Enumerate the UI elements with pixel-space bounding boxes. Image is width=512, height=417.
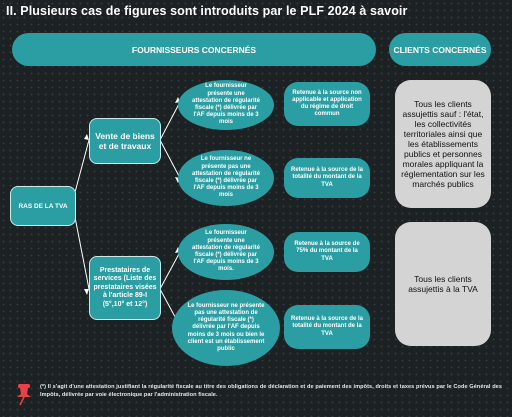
header-clients: CLIENTS CONCERNÉS <box>389 33 491 66</box>
connector-goods-with <box>159 101 181 141</box>
arrow-goods <box>84 134 89 140</box>
header-suppliers-label: FOURNISSEURS CONCERNÉS <box>131 44 257 55</box>
outcome-services-without: Retenue à la source de la totalité du mo… <box>284 305 370 349</box>
outcome-services-without-label: Retenue à la source de la totalité du mo… <box>290 316 364 337</box>
condition-services-without-label: Le fournisseur ne présente pas une attes… <box>187 302 265 352</box>
condition-goods-with-label: Le fournisseur présente une attestation … <box>192 83 261 126</box>
category-goods-label: Vente de biens et de travaux <box>95 130 155 152</box>
clients-bottom: Tous les clients assujettis à la TVA <box>395 222 491 346</box>
clients-top-label: Tous les clients assujettis sauf : l'éta… <box>401 99 485 189</box>
condition-services-with-label: Le fournisseur présente une attestation … <box>192 230 261 273</box>
root-node: RAS DE LA TVA <box>10 186 76 226</box>
outcome-goods-with-label: Retenue à la source non applicable et ap… <box>292 89 362 118</box>
outcome-goods-without: Retenue à la source de la totalité du mo… <box>284 158 370 198</box>
push-pin-icon <box>17 384 31 406</box>
footnote: (*) Il s'agit d'une attestation justifia… <box>40 384 502 398</box>
category-services: Prestataires de services (Liste des pres… <box>89 256 161 320</box>
page-title: II. Plusieurs cas de figures sont introd… <box>6 4 408 18</box>
root-label: RAS DE LA TVA <box>18 202 68 210</box>
condition-goods-with: Le fournisseur présente une attestation … <box>178 80 274 130</box>
connector-services-with <box>159 251 181 290</box>
arrow-services <box>84 289 89 295</box>
clients-top: Tous les clients assujettis sauf : l'éta… <box>395 80 491 208</box>
header-suppliers: FOURNISSEURS CONCERNÉS <box>12 33 376 66</box>
header-clients-label: CLIENTS CONCERNÉS <box>393 44 487 55</box>
connector-root-goods <box>73 139 90 197</box>
condition-services-with: Le fournisseur présente une attestation … <box>178 224 274 280</box>
condition-services-without: Le fournisseur ne présente pas une attes… <box>172 290 280 366</box>
category-goods: Vente de biens et de travaux <box>89 118 161 164</box>
category-services-label: Prestataires de services (Liste des pres… <box>93 266 157 308</box>
outcome-services-with: Retenue à la source de 75% du montant de… <box>284 232 370 272</box>
outcome-services-with-label: Retenue à la source de 75% du montant de… <box>294 241 360 262</box>
outcome-goods-with: Retenue à la source non applicable et ap… <box>284 82 370 126</box>
condition-goods-without-label: Le fournisseur ne présente pas une attes… <box>192 156 261 199</box>
outcome-goods-without-label: Retenue à la source de la totalité du mo… <box>290 167 364 188</box>
connector-root-services <box>73 211 90 290</box>
connector-goods-without <box>159 139 181 179</box>
clients-bottom-label: Tous les clients assujettis à la TVA <box>408 274 478 294</box>
condition-goods-without: Le fournisseur ne présente pas une attes… <box>178 150 274 206</box>
